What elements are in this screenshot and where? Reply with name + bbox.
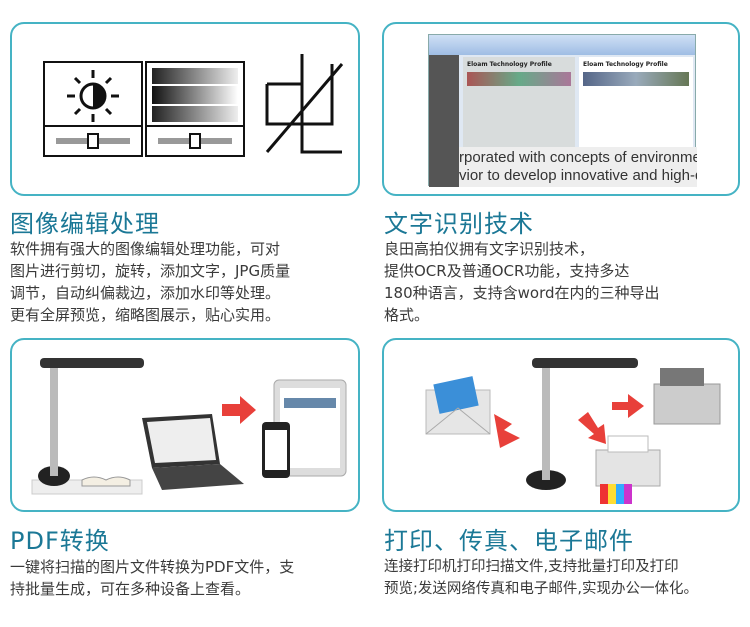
thumbnail-pane <box>429 55 459 187</box>
arrow-down-icon <box>578 412 606 444</box>
arrow-icon <box>222 396 256 424</box>
fax-machine-icon <box>653 368 721 425</box>
document-left: Eloam Technology Profile <box>463 57 575 149</box>
feature-desc-image-editing: 软件拥有强大的图像编辑处理功能，可对图片进行剪切，旋转，添加文字，JPG质量调节… <box>10 240 291 324</box>
arrow-left-icon <box>494 414 520 448</box>
doc-title: Eloam Technology Profile <box>467 61 552 68</box>
document-camera-icon <box>31 358 144 495</box>
crop-icon <box>265 54 344 154</box>
pdf-panel <box>10 338 360 512</box>
toolbar <box>429 35 695 55</box>
laptop-icon <box>142 414 244 490</box>
document-camera-icon <box>526 358 638 490</box>
feature-title-ocr: 文字识别技术 <box>384 210 534 238</box>
phone-icon <box>262 422 290 478</box>
printer-icon <box>595 435 661 504</box>
pdf-illustration <box>31 358 347 495</box>
feature-desc-pdf: 一键将扫描的图片文件转换为PDF文件，支持批量生成，可在多种设备上查看。 <box>10 558 295 598</box>
feature-title-pdf: PDF转换 <box>10 527 110 555</box>
brightness-icon <box>43 61 143 157</box>
tablet-icon <box>273 379 347 477</box>
feature-title-image-editing: 图像编辑处理 <box>10 210 160 238</box>
ocr-panel: Eloam Technology Profile Eloam Technolog… <box>382 22 740 196</box>
image-editing-illustration <box>43 54 344 157</box>
print-illustration <box>425 358 721 504</box>
software-screenshot: Eloam Technology Profile Eloam Technolog… <box>428 34 697 187</box>
doc-title-ocr: Eloam Technology Profile <box>583 61 668 68</box>
arrow-right-icon <box>612 394 644 418</box>
feature-desc-print: 连接打印机打印扫描文件,支持批量打印及打印预览;发送网络传真和电子邮件,实现办公… <box>384 559 698 597</box>
feature-title-print: 打印、传真、电子邮件 <box>384 527 634 555</box>
image-editing-panel <box>10 22 360 196</box>
zoom-text-overlay: rporated with concepts of environmental … <box>459 147 697 187</box>
print-panel <box>382 338 740 512</box>
document-right: Eloam Technology Profile <box>579 57 693 149</box>
email-icon <box>425 376 491 435</box>
contrast-icon <box>145 61 245 157</box>
